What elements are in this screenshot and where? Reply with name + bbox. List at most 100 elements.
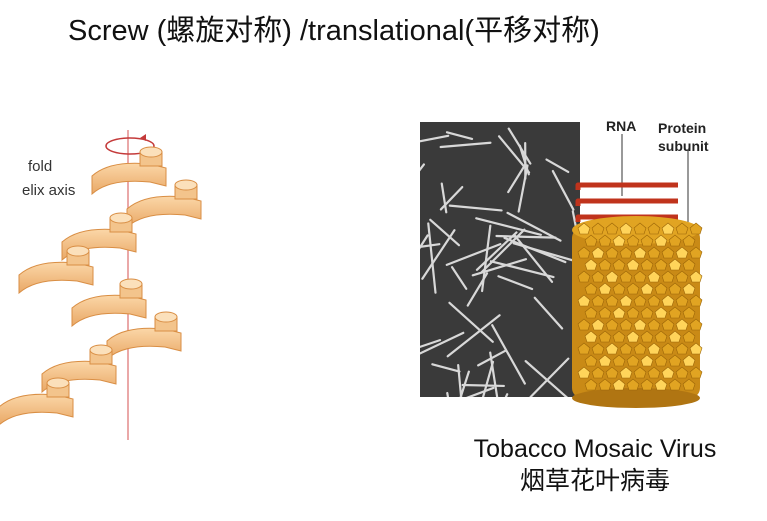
protein-subunit <box>612 282 626 295</box>
protein-subunit <box>640 234 654 247</box>
protein-subunit <box>675 270 689 283</box>
protein-subunit <box>640 258 654 271</box>
protein-subunit <box>675 342 689 355</box>
protein-subunit <box>668 234 682 247</box>
protein-subunit <box>689 246 703 259</box>
virus-rod <box>529 357 570 397</box>
protein-subunit <box>647 342 661 355</box>
protein-subunit <box>584 306 598 319</box>
virus-rod <box>427 222 437 294</box>
protein-subunit <box>612 378 626 391</box>
protein-subunit <box>689 294 703 307</box>
virus-rod <box>440 182 448 214</box>
protein-subunit <box>661 342 675 355</box>
protein-subunit <box>584 330 598 343</box>
protein-subunit <box>661 270 675 283</box>
protein-subunit <box>661 246 675 259</box>
protein-subunit <box>591 342 605 355</box>
protein-subunit <box>647 222 661 235</box>
protein-subunit <box>626 282 640 295</box>
virus-rod <box>439 185 464 211</box>
protein-subunit <box>591 318 605 331</box>
virus-rod <box>446 314 501 358</box>
protein-subunit <box>647 294 661 307</box>
protein-subunit <box>675 294 689 307</box>
protein-subunit <box>654 330 668 343</box>
protein-subunit <box>626 330 640 343</box>
virus-rod <box>459 370 470 397</box>
virus-rod <box>507 163 527 194</box>
virus-rod <box>445 243 502 266</box>
protein-subunit <box>689 366 703 379</box>
protein-subunit <box>640 282 654 295</box>
protein-subunit <box>682 258 696 271</box>
protein-subunit <box>682 306 696 319</box>
protein-subunit <box>633 270 647 283</box>
virus-rod <box>439 141 492 149</box>
electron-micrograph-image <box>420 122 580 397</box>
virus-rod <box>551 169 575 211</box>
protein-subunit <box>577 342 591 355</box>
virus-rod <box>545 158 570 174</box>
protein-subunit <box>577 366 591 379</box>
protein-subunit <box>591 270 605 283</box>
protein-subunit <box>633 342 647 355</box>
virus-rod <box>475 217 542 236</box>
protein-subunit <box>591 294 605 307</box>
virus-rod <box>503 236 567 264</box>
caption-chinese: 烟草花叶病毒 <box>519 467 670 495</box>
helix-block-stack-graphic <box>0 130 202 440</box>
protein-subunit <box>605 222 619 235</box>
tmv-illustration: RNA Protein subunit <box>420 110 740 410</box>
protein-subunit <box>682 282 696 295</box>
protein-subunit <box>577 318 591 331</box>
fold-label: fold <box>28 158 53 175</box>
protein-subunit <box>619 270 633 283</box>
protein-subunit <box>598 306 612 319</box>
protein-subunit <box>591 222 605 235</box>
protein-subunit <box>626 306 640 319</box>
protein-subunit <box>633 222 647 235</box>
protein-subunit <box>654 234 668 247</box>
protein-subunit <box>591 366 605 379</box>
virus-rod <box>448 204 503 212</box>
protein-subunit <box>598 234 612 247</box>
protein-subunit <box>647 366 661 379</box>
protein-subunit <box>654 282 668 295</box>
protein-subunit <box>605 246 619 259</box>
protein-subunit <box>668 282 682 295</box>
protein-subunit <box>619 366 633 379</box>
protein-subunit <box>584 234 598 247</box>
protein-subunit <box>577 294 591 307</box>
protein-subunit <box>689 270 703 283</box>
rna-strand <box>575 182 678 190</box>
virus-rod <box>489 260 555 279</box>
protein-subunit <box>626 354 640 367</box>
protein-subunit <box>668 354 682 367</box>
protein-subunit <box>619 246 633 259</box>
protein-subunit <box>584 378 598 391</box>
protein-subunit <box>598 354 612 367</box>
helix-axis-label: elix axis <box>22 182 76 199</box>
protein-subunit-label-1: Protein <box>658 120 707 136</box>
protein-subunit <box>668 378 682 391</box>
virus-rod <box>420 234 429 250</box>
protein-subunit <box>640 354 654 367</box>
helix-block <box>71 278 147 328</box>
protein-subunit <box>619 222 633 235</box>
virus-rod <box>420 134 450 143</box>
protein-subunit <box>682 330 696 343</box>
protein-subunit <box>661 318 675 331</box>
protein-subunit <box>598 282 612 295</box>
helix-block <box>106 311 182 361</box>
protein-subunit <box>619 342 633 355</box>
protein-subunit <box>675 366 689 379</box>
protein-subunit <box>612 354 626 367</box>
helix-block <box>126 179 202 229</box>
virus-rod <box>506 211 562 242</box>
protein-subunit <box>577 246 591 259</box>
protein-subunit <box>668 258 682 271</box>
protein-subunit <box>633 366 647 379</box>
virus-rod <box>477 349 508 367</box>
slide-title: Screw (螺旋对称) /translational(平移对称) <box>68 15 600 47</box>
